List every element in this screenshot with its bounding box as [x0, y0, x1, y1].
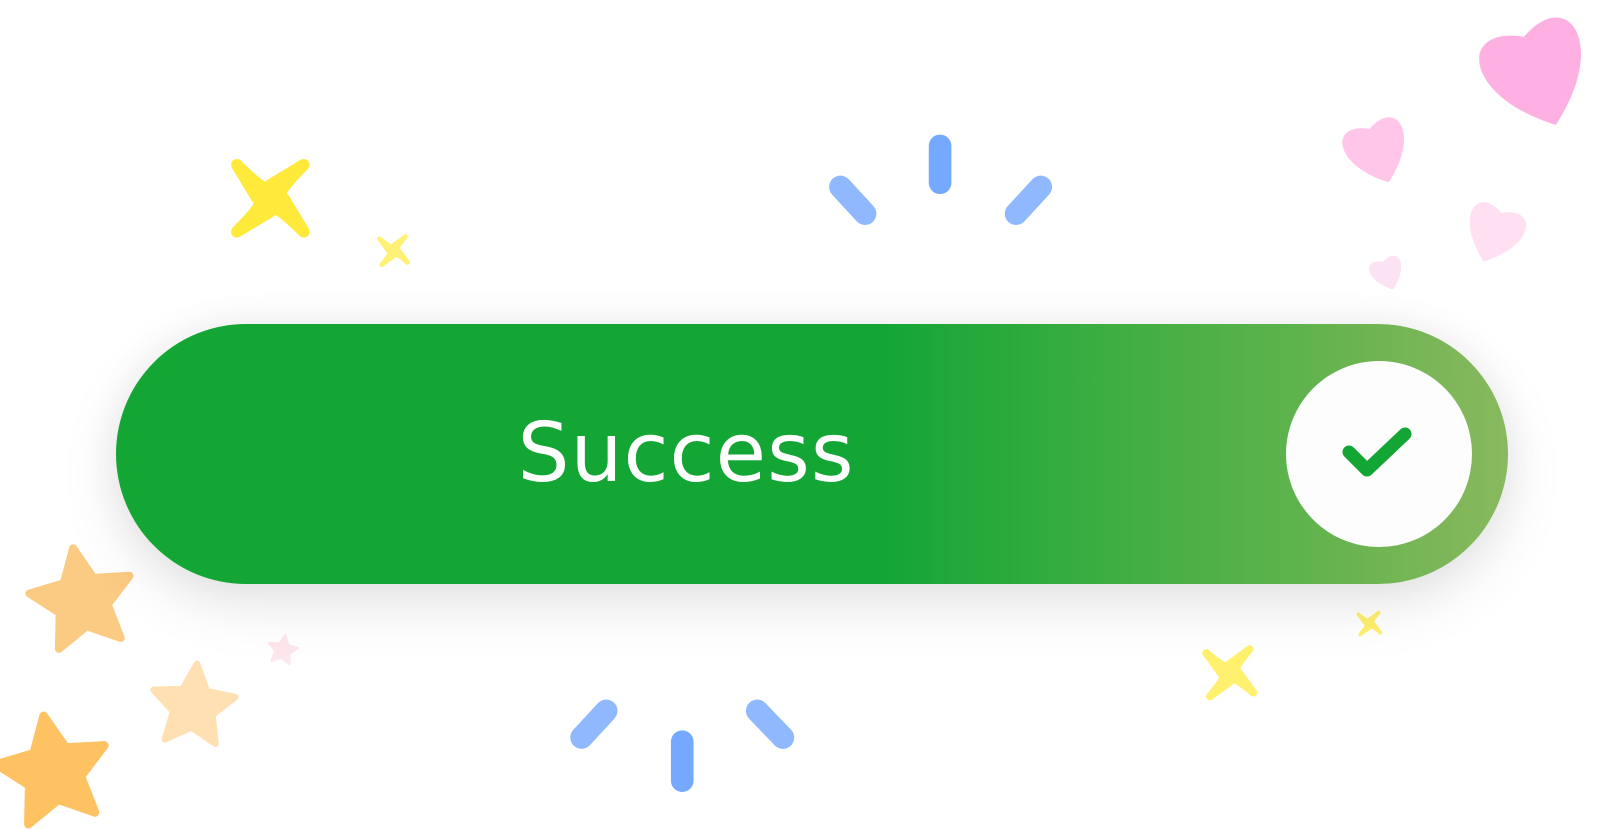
star-icon: [25, 544, 134, 653]
sparkle-icon: [1202, 645, 1258, 701]
heart-icon: [1369, 255, 1402, 290]
burst-line: [745, 699, 795, 749]
burst-line: [829, 175, 877, 225]
heart-icon: [1469, 202, 1527, 262]
check-icon: [1342, 427, 1412, 477]
star-icon: [150, 660, 239, 747]
heart-icon: [1479, 17, 1581, 125]
burst-line: [570, 699, 618, 749]
success-slide-button[interactable]: Success: [116, 324, 1508, 584]
slider-knob[interactable]: [1286, 361, 1472, 547]
star-icon: [267, 633, 300, 666]
heart-icon: [1342, 117, 1404, 183]
sparkle-icon: [377, 234, 411, 268]
burst-line: [1004, 175, 1053, 225]
sparkle-icon: [231, 158, 310, 238]
success-label: Success: [517, 406, 855, 501]
star-icon: [0, 711, 109, 829]
sparkle-icon: [1356, 610, 1383, 637]
